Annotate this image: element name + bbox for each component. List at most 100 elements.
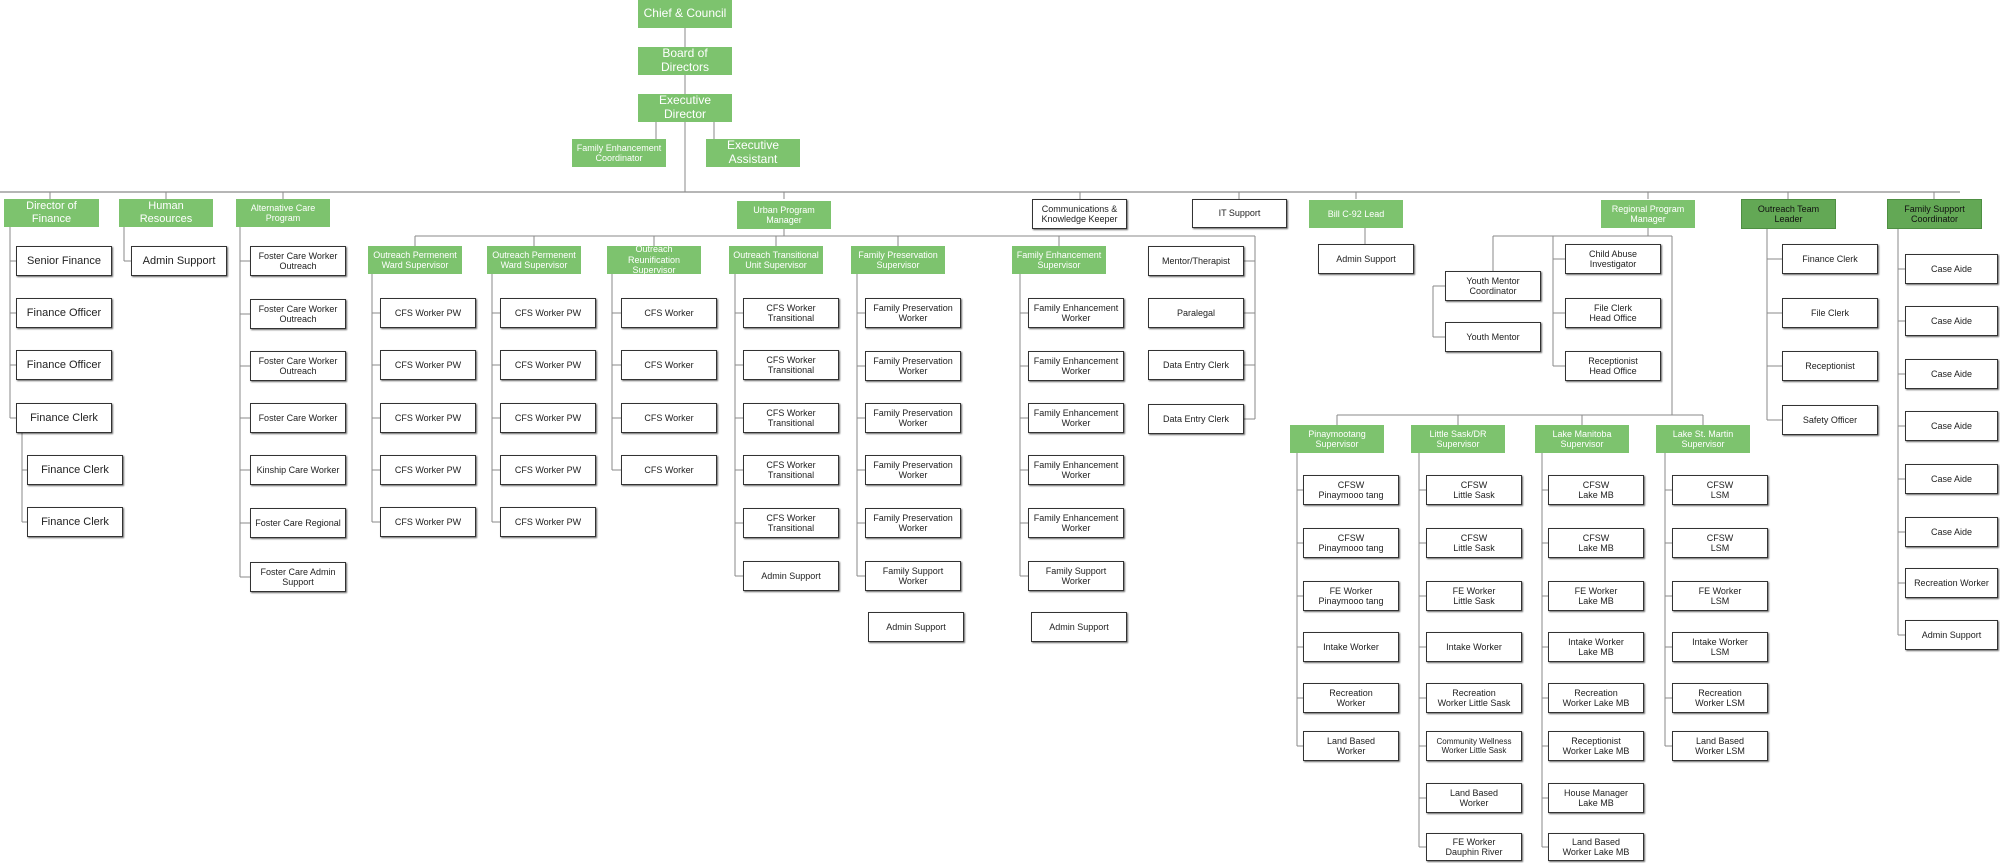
node-fc-admin: Foster Care Admin Support: [250, 562, 346, 592]
node-few2: Family Enhancement Worker: [1028, 351, 1124, 381]
node-fsc: Family Support Coordinator: [1887, 199, 1982, 229]
node-hr-admin: Admin Support: [131, 246, 227, 276]
node-board: Board of Directors: [638, 46, 732, 75]
node-fpw2: Family Preservation Worker: [865, 351, 961, 381]
node-fs7: Recreation Worker: [1905, 568, 1998, 598]
node-fcw-out3: Foster Care Worker Outreach: [250, 351, 346, 381]
node-fp-fsw: Family Support Worker: [865, 561, 961, 591]
node-fpw5: Family Preservation Worker: [865, 508, 961, 538]
node-lm1: CFSW Lake MB: [1548, 475, 1644, 505]
node-fe-admin: Admin Support: [1031, 612, 1127, 642]
node-fcw-out2: Foster Care Worker Outreach: [250, 299, 346, 329]
node-outreach-lead: Outreach Team Leader: [1741, 199, 1836, 229]
node-fe-sup: Family Enhancement Supervisor: [1012, 246, 1106, 274]
node-lsm3: FE Worker LSM: [1672, 581, 1768, 611]
node-lsm4: Intake Worker LSM: [1672, 632, 1768, 662]
node-pw1-4: CFS Worker PW: [380, 455, 476, 485]
node-chief: Chief & Council: [638, 0, 732, 28]
node-ym-coord: Youth Mentor Coordinator: [1445, 271, 1541, 301]
node-fin-clerk1: Finance Clerk: [16, 403, 112, 433]
node-oreun: Outreach Reunification Supervisor: [607, 244, 701, 275]
node-fs2: Case Aide: [1905, 306, 1998, 336]
node-alt-care: Alternative Care Program: [236, 199, 330, 227]
node-exec-asst: Executive Assistant: [706, 138, 800, 167]
node-paralegal: Paralegal: [1148, 298, 1244, 328]
node-pw1-2: CFS Worker PW: [380, 350, 476, 380]
node-cfs2: CFS Worker: [621, 350, 717, 380]
node-lsm-sup: Lake St. Martin Supervisor: [1656, 425, 1750, 453]
node-pw2-2: CFS Worker PW: [500, 350, 596, 380]
node-fe-fsw: Family Support Worker: [1028, 561, 1124, 591]
node-rec-head: Receptionist Head Office: [1565, 351, 1661, 381]
node-ls3: FE Worker Little Sask: [1426, 581, 1522, 611]
node-pin-sup: Pinaymootang Supervisor: [1290, 425, 1384, 453]
node-dec2: Data Entry Clerk: [1148, 404, 1244, 434]
node-ot3: Receptionist: [1782, 351, 1878, 381]
node-lm5: Recreation Worker Lake MB: [1548, 683, 1644, 713]
node-fe-coord: Family Enhancement Coordinator: [572, 139, 666, 167]
node-dir-fin: Director of Finance: [4, 199, 99, 227]
node-ym: Youth Mentor: [1445, 322, 1541, 352]
node-tr5: CFS Worker Transitional: [743, 508, 839, 538]
node-fin-off1: Finance Officer: [16, 298, 112, 328]
node-pw2-5: CFS Worker PW: [500, 507, 596, 537]
node-pw1-5: CFS Worker PW: [380, 507, 476, 537]
node-ot1: Finance Clerk: [1782, 244, 1878, 274]
node-pw1-3: CFS Worker PW: [380, 403, 476, 433]
node-cai: Child Abuse Investigator: [1565, 244, 1661, 274]
node-fc-head: File Clerk Head Office: [1565, 298, 1661, 328]
node-lm6: Receptionist Worker Lake MB: [1548, 731, 1644, 761]
node-few1: Family Enhancement Worker: [1028, 298, 1124, 328]
node-ot2: File Clerk: [1782, 298, 1878, 328]
node-tr4: CFS Worker Transitional: [743, 455, 839, 485]
node-tr3: CFS Worker Transitional: [743, 403, 839, 433]
node-comm: Communications & Knowledge Keeper: [1032, 199, 1127, 229]
node-pin6: Land Based Worker: [1303, 731, 1399, 761]
node-fpw3: Family Preservation Worker: [865, 403, 961, 433]
node-pw2-3: CFS Worker PW: [500, 403, 596, 433]
node-ls1: CFSW Little Sask: [1426, 475, 1522, 505]
node-lm8: Land Based Worker Lake MB: [1548, 833, 1644, 861]
node-fc-regional: Foster Care Regional: [250, 508, 346, 538]
node-few4: Family Enhancement Worker: [1028, 455, 1124, 485]
node-fin-off2: Finance Officer: [16, 350, 112, 380]
node-fcw: Foster Care Worker: [250, 403, 346, 433]
node-pw1-1: CFS Worker PW: [380, 298, 476, 328]
node-lm2: CFSW Lake MB: [1548, 528, 1644, 558]
node-regional: Regional Program Manager: [1601, 200, 1695, 228]
node-tr1: CFS Worker Transitional: [743, 298, 839, 328]
node-fpw1: Family Preservation Worker: [865, 298, 961, 328]
node-pin5: Recreation Worker: [1303, 683, 1399, 713]
node-pin1: CFSW Pinaymooo tang: [1303, 475, 1399, 505]
node-pin3: FE Worker Pinaymooo tang: [1303, 581, 1399, 611]
node-dec1: Data Entry Clerk: [1148, 350, 1244, 380]
node-lm7: House Manager Lake MB: [1548, 783, 1644, 813]
node-ls5: Recreation Worker Little Sask: [1426, 683, 1522, 713]
node-few5: Family Enhancement Worker: [1028, 508, 1124, 538]
node-ls4: Intake Worker: [1426, 632, 1522, 662]
node-it: IT Support: [1192, 199, 1287, 228]
node-pw2-4: CFS Worker PW: [500, 455, 596, 485]
node-fs4: Case Aide: [1905, 411, 1998, 441]
node-kinship: Kinship Care Worker: [250, 455, 346, 485]
node-fs6: Case Aide: [1905, 517, 1998, 547]
node-exec: Executive Director: [638, 93, 732, 122]
node-opw2: Outreach Permenent Ward Supervisor: [487, 246, 581, 274]
node-fs8: Admin Support: [1905, 620, 1998, 650]
node-ot4: Safety Officer: [1782, 405, 1878, 435]
node-lm-sup: Lake Manitoba Supervisor: [1535, 425, 1629, 453]
node-senior-fin: Senior Finance: [16, 246, 112, 276]
node-ls7: Land Based Worker: [1426, 783, 1522, 813]
node-cfs4: CFS Worker: [621, 455, 717, 485]
node-lm4: Intake Worker Lake MB: [1548, 632, 1644, 662]
node-fin-clerk2: Finance Clerk: [27, 455, 123, 485]
node-tr2: CFS Worker Transitional: [743, 350, 839, 380]
node-fin-clerk3: Finance Clerk: [27, 507, 123, 537]
node-lsm1: CFSW LSM: [1672, 475, 1768, 505]
node-tr-admin: Admin Support: [743, 561, 839, 591]
node-fs1: Case Aide: [1905, 254, 1998, 284]
node-cfs1: CFS Worker: [621, 298, 717, 328]
node-urban: Urban Program Manager: [737, 201, 831, 229]
